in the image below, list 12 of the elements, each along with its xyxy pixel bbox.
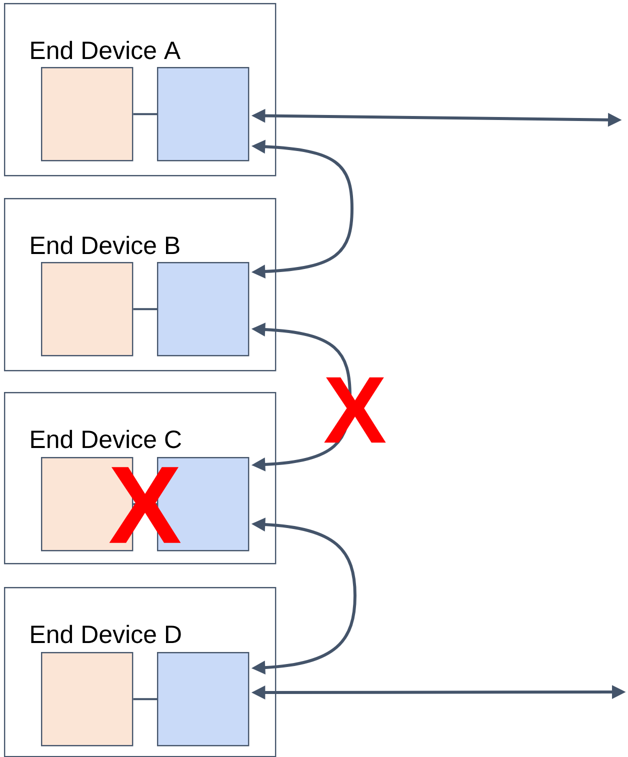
device-box: End Device D	[4, 587, 276, 757]
device-box: End Device B	[4, 198, 276, 372]
module-square	[157, 262, 250, 356]
connector	[133, 698, 157, 700]
connector	[133, 113, 157, 116]
module-square	[157, 652, 250, 746]
module-square	[41, 67, 134, 162]
module-square	[41, 652, 134, 746]
module-square	[41, 262, 134, 356]
connector	[133, 308, 157, 310]
device-box: End Device A	[4, 3, 276, 176]
module-square	[157, 67, 250, 162]
